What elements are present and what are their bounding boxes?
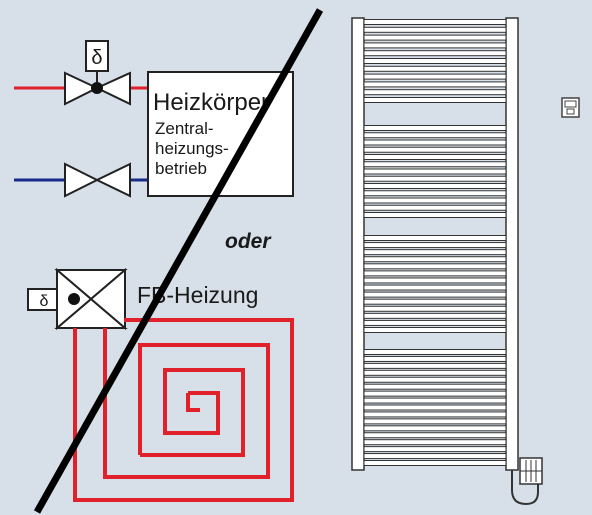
floor-heating-spiral xyxy=(73,318,294,502)
radiator-box xyxy=(147,71,294,197)
three-way-valve-icon: δ xyxy=(27,267,128,331)
thermostat-symbol: δ xyxy=(91,47,102,69)
wall-thermostat-icon xyxy=(561,97,580,118)
zentral-label-3: betrieb xyxy=(155,159,207,178)
zentral-label-2: heizungs- xyxy=(155,139,229,158)
zentral-label-1: Zentral- xyxy=(155,119,214,138)
heizkoerper-label: Heizkörper xyxy=(153,89,269,116)
valve-icon xyxy=(64,162,131,198)
floor-thermostat-symbol: δ xyxy=(40,293,49,310)
towel-radiator-icon xyxy=(351,17,543,506)
motorized-valve-icon: δ xyxy=(64,40,131,106)
oder-label: oder xyxy=(225,230,272,253)
strike-line xyxy=(33,8,324,514)
